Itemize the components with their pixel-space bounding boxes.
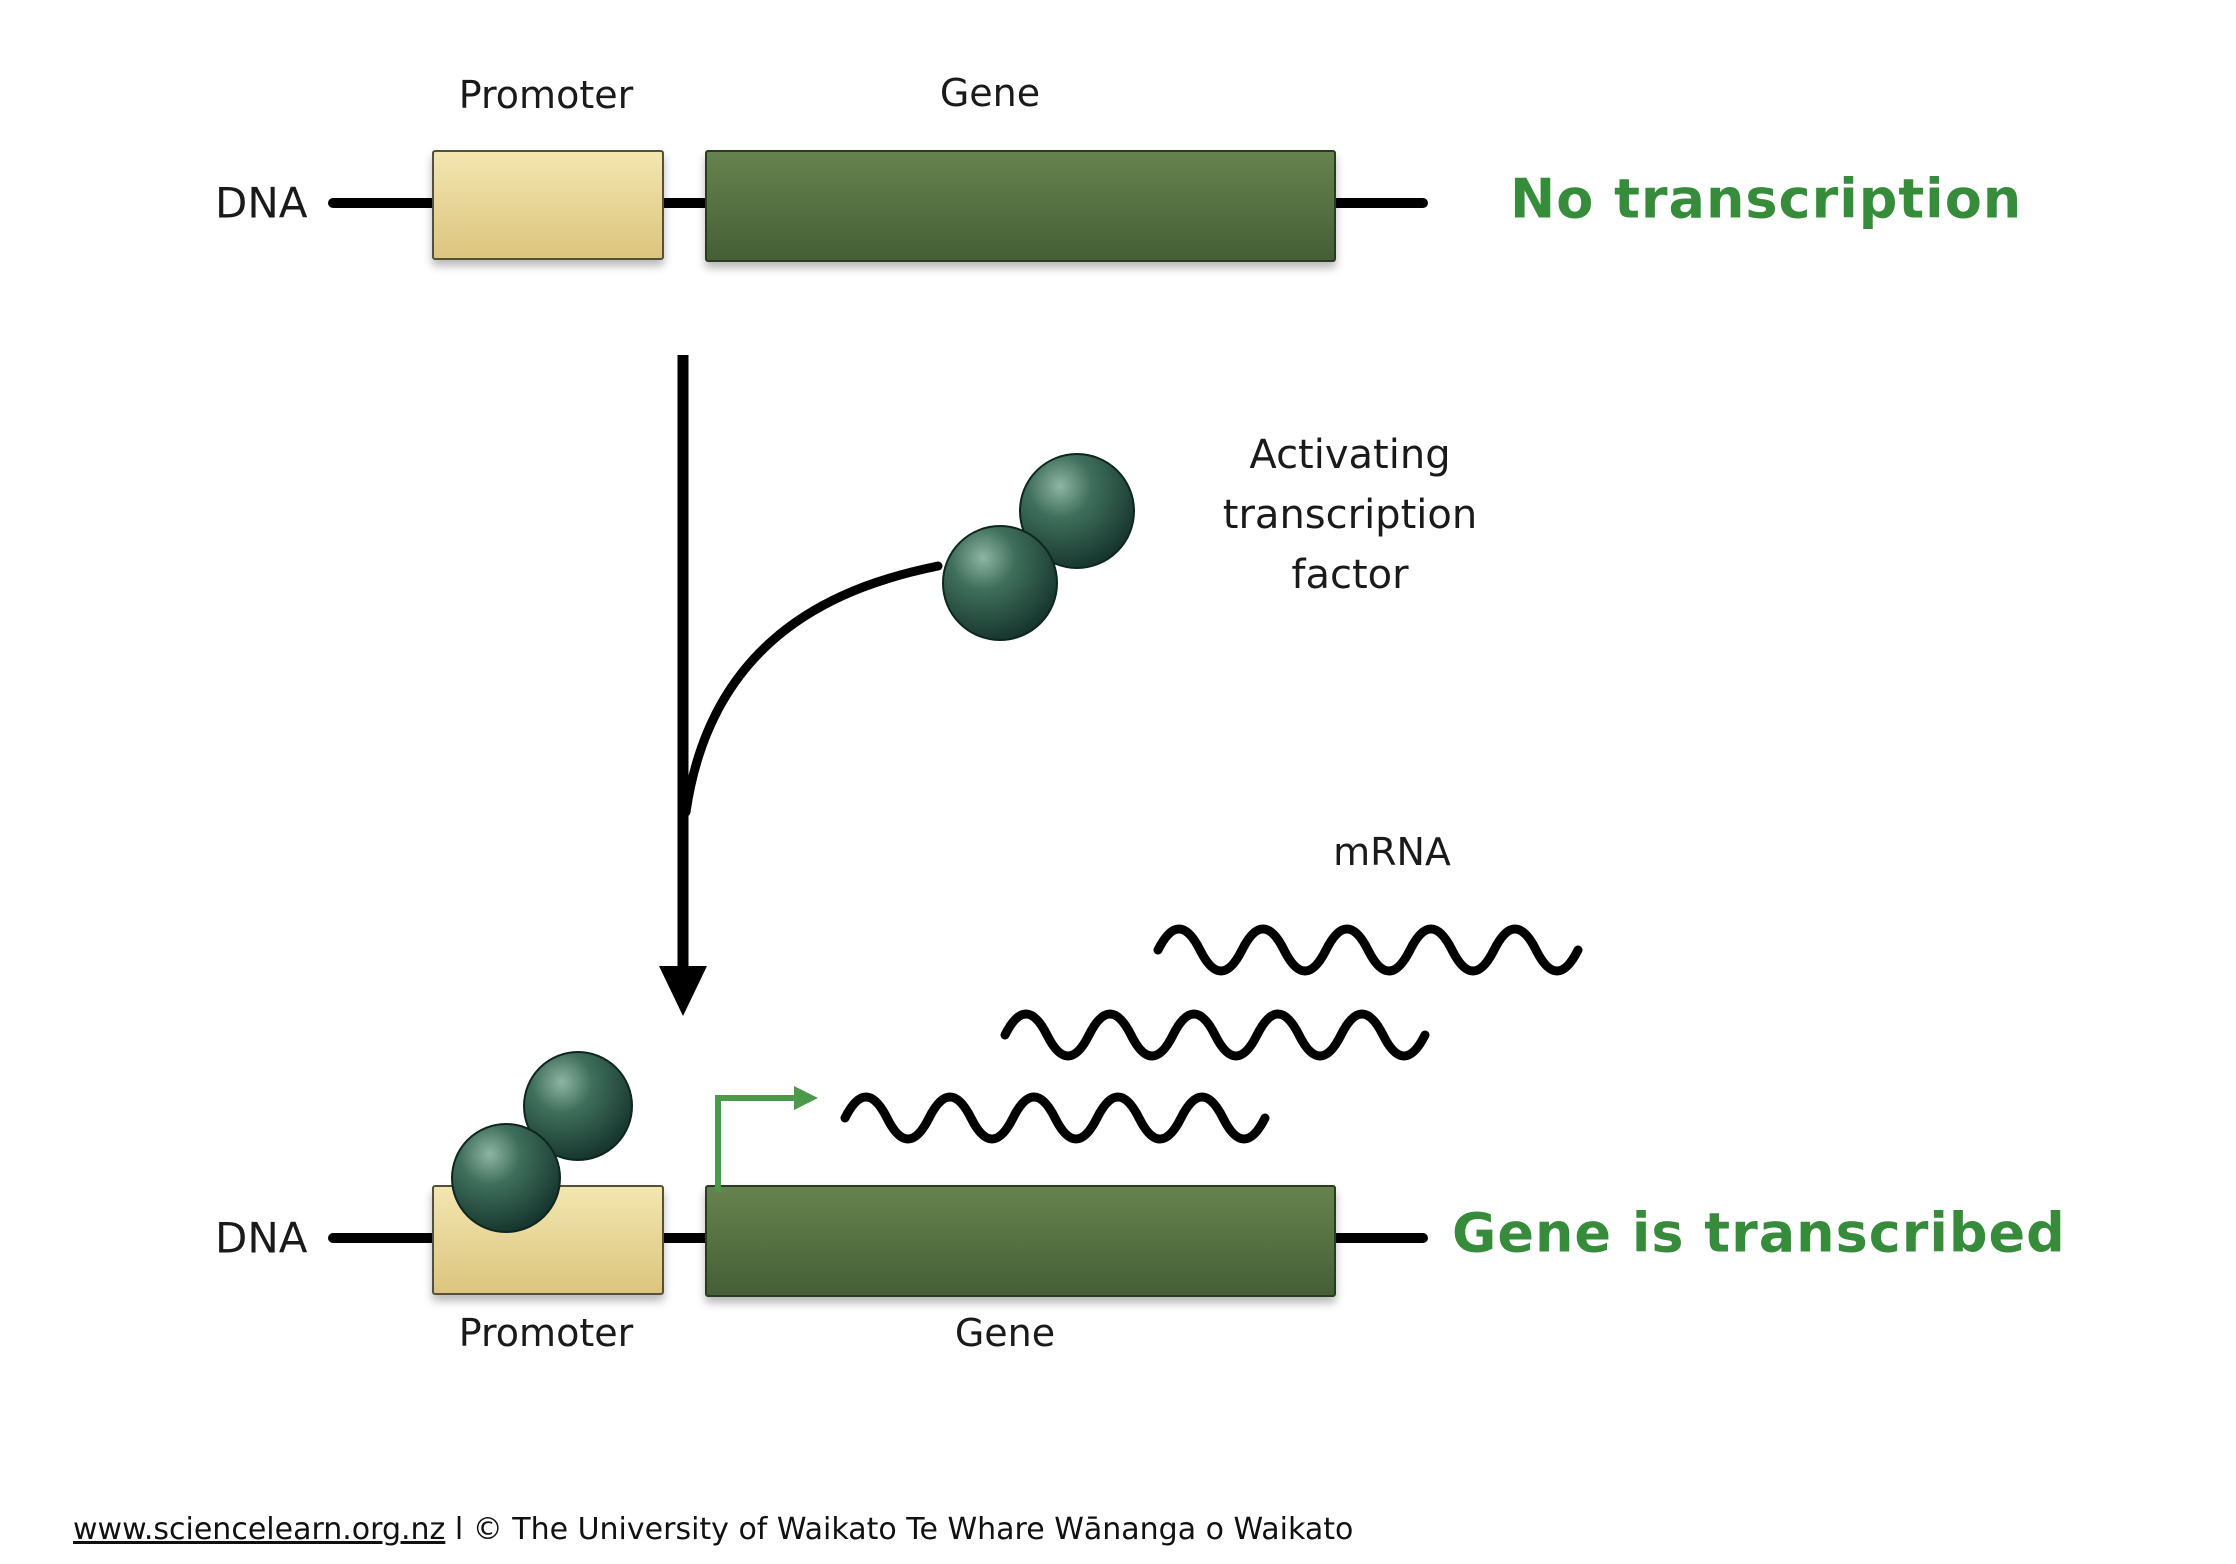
footer-copyright-text: l © The University of Waikato Te Whare W… — [445, 1512, 1354, 1547]
gene-box-top — [705, 150, 1336, 262]
promoter-box-top — [432, 150, 664, 260]
mrna-squiggle-3 — [845, 1097, 1265, 1139]
dna-label-bottom: DNA — [215, 1213, 308, 1263]
mrna-squiggle-2 — [1005, 1014, 1425, 1056]
mrna-label: mRNA — [1333, 830, 1451, 874]
transcription-start-arrow — [715, 1086, 818, 1192]
gene-label-top: Gene — [939, 71, 1041, 115]
footer-link[interactable]: www.sciencelearn.org.nz — [73, 1512, 446, 1547]
factor-curve-connector — [681, 561, 943, 817]
activating-transcription-factor-label: Activating transcription factor — [1222, 432, 1478, 598]
promoter-label-bottom: Promoter — [458, 1311, 634, 1355]
promoter-box-bottom — [432, 1185, 664, 1295]
dna-label-top: DNA — [215, 178, 308, 228]
gene-transcribed-heading: Gene is transcribed — [1452, 1201, 2066, 1265]
no-transcription-heading: No transcription — [1510, 167, 2023, 231]
gene-box-bottom — [705, 1185, 1336, 1297]
transcription-factor-molecule-free — [942, 453, 1135, 641]
mrna-squiggle-1 — [1158, 929, 1578, 971]
gene-label-bottom: Gene — [954, 1311, 1056, 1355]
promoter-label-top: Promoter — [458, 73, 634, 117]
down-arrow — [659, 355, 707, 1016]
footer-attribution: www.sciencelearn.org.nz l © The Universi… — [73, 1512, 1353, 1547]
